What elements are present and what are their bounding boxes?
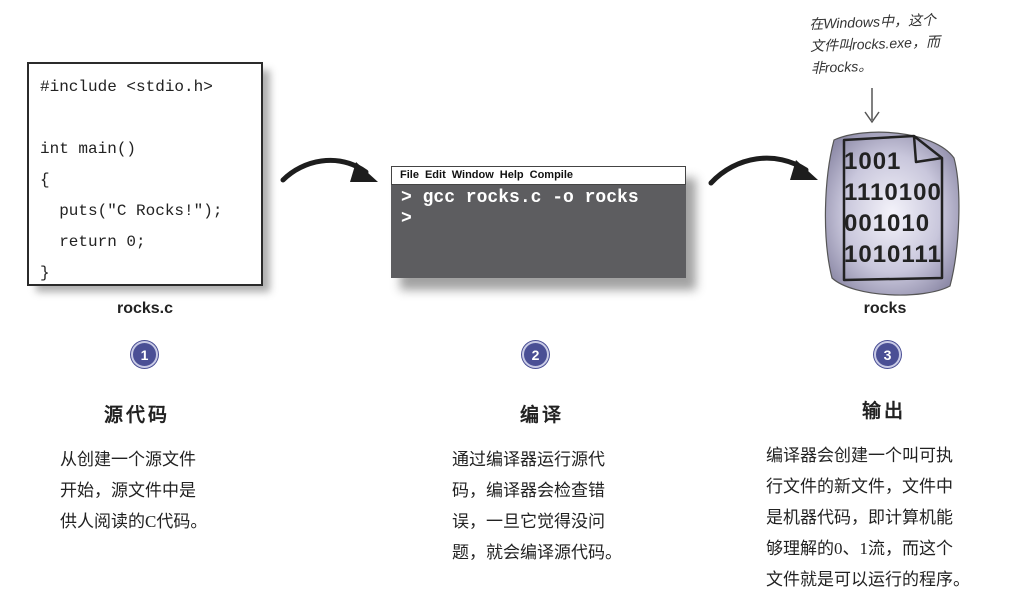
step-number-badge: 3 xyxy=(874,341,901,368)
document-icon xyxy=(824,131,960,296)
description-line: 通过编译器运行源代 xyxy=(452,450,605,469)
step-title: 源代码 xyxy=(104,405,171,426)
description-line: 供人阅读的C代码。 xyxy=(60,512,208,531)
terminal-menu-bar: File Edit Window Help Compile xyxy=(391,166,686,185)
source-file-label: rocks.c xyxy=(116,300,174,317)
step-description: 从创建一个源文件 开始，源文件中是 供人阅读的C代码。 xyxy=(60,444,240,537)
source-code-box: #include <stdio.h> int main() { puts("C … xyxy=(27,62,263,286)
binary-line: 001010 xyxy=(844,210,931,237)
description-line: 从创建一个源文件 xyxy=(60,450,196,469)
code-line: #include <stdio.h> xyxy=(40,78,213,96)
code-line: puts("C Rocks!"); xyxy=(40,202,223,220)
menu-window[interactable]: Window xyxy=(451,169,494,181)
menu-help[interactable]: Help xyxy=(499,169,524,181)
step-description: 通过编译器运行源代 码，编译器会检查错 误，一旦它觉得没问 题，就会编译源代码。 xyxy=(452,444,652,568)
binary-line: 1110100 xyxy=(844,179,942,206)
note-arrow-icon xyxy=(864,88,880,124)
menu-compile[interactable]: Compile xyxy=(529,169,574,181)
description-line: 是机器代码，即计算机能 xyxy=(766,508,953,527)
step-title: 编译 xyxy=(520,405,565,426)
step-description: 编译器会创建一个叫可执 行文件的新文件，文件中 是机器代码，即计算机能 够理解的… xyxy=(766,440,1006,595)
binary-content: 1001 1110100 001010 1010111 xyxy=(844,146,942,270)
output-file-label: rocks xyxy=(863,300,907,317)
description-line: 够理解的0、1流，而这个 xyxy=(766,539,953,558)
description-line: 文件就是可以运行的程序。 xyxy=(766,570,970,589)
note-line: 非rocks。 xyxy=(810,57,873,76)
binary-line: 1010111 xyxy=(844,241,942,268)
terminal-window: File Edit Window Help Compile > gcc rock… xyxy=(391,166,686,278)
binary-line: 1001 xyxy=(844,148,902,175)
menu-edit[interactable]: Edit xyxy=(424,169,446,181)
code-line: return 0; xyxy=(40,233,146,251)
curved-arrow-icon xyxy=(708,155,818,186)
description-line: 题，就会编译源代码。 xyxy=(452,543,622,562)
terminal-body: > gcc rocks.c -o rocks > xyxy=(391,185,686,230)
menu-file[interactable]: File xyxy=(400,169,419,181)
description-line: 行文件的新文件，文件中 xyxy=(766,477,953,496)
code-line: } xyxy=(40,264,50,282)
code-line: int main() xyxy=(40,140,137,158)
terminal-line: > gcc rocks.c -o rocks xyxy=(401,188,639,208)
code-line: { xyxy=(40,171,50,189)
terminal-line: > xyxy=(401,209,412,229)
curved-arrow-icon xyxy=(280,157,378,183)
step-number-badge: 2 xyxy=(522,341,549,368)
step-number-badge: 1 xyxy=(131,341,158,368)
windows-note: 在Windows中，这个 文件叫rocks.exe，而 非rocks。 xyxy=(809,7,981,79)
description-line: 码，编译器会检查错 xyxy=(452,481,605,500)
description-line: 编译器会创建一个叫可执 xyxy=(766,446,953,465)
description-line: 开始，源文件中是 xyxy=(60,481,196,500)
step-title: 输出 xyxy=(862,401,907,422)
description-line: 误，一旦它觉得没问 xyxy=(452,512,605,531)
code-line xyxy=(40,103,261,134)
